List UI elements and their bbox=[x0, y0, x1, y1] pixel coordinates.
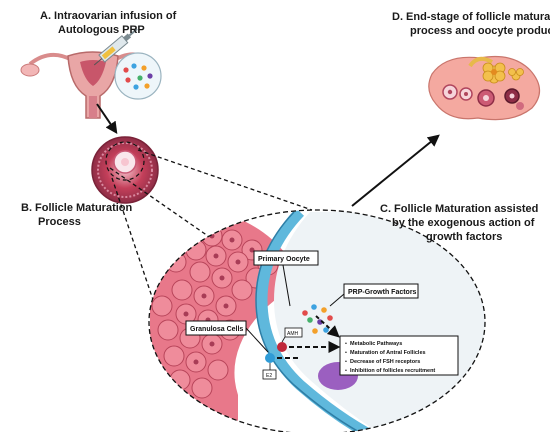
prp-growth-factors-label: PRP-Growth Factors bbox=[348, 289, 417, 296]
label-b-line1: B. Follicle Maturation bbox=[21, 202, 133, 214]
e2-box bbox=[262, 369, 277, 380]
effect-item: Maturation of Antral Follicles bbox=[350, 350, 426, 356]
syringe-icon bbox=[93, 28, 138, 66]
label-a-line1: A. Intraovarian infusion of bbox=[40, 10, 177, 22]
zoom-circle bbox=[148, 209, 486, 432]
svg-text:•: • bbox=[345, 359, 347, 365]
effect-item: Decrease of FSH receptors bbox=[350, 359, 420, 365]
primary-oocyte-box bbox=[253, 250, 319, 266]
label-c-line3: growth factors bbox=[426, 231, 502, 243]
label-c-line1: C. Follicle Maturation assisted bbox=[380, 203, 538, 215]
effect-item: Inhibition of follicles recruitment bbox=[350, 368, 435, 374]
prp-growth-factors-box bbox=[343, 283, 419, 299]
amh-box bbox=[284, 327, 303, 338]
granulosa-cells-label: Granulosa Cells bbox=[190, 326, 243, 333]
prp-drop-magnifier bbox=[114, 52, 162, 100]
label-a-line2: Autologous PRP bbox=[58, 24, 145, 36]
label-c-line2: by the exogenous action of bbox=[392, 217, 535, 229]
effects-box bbox=[339, 335, 459, 376]
primary-oocyte-label: Primary Oocyte bbox=[258, 256, 310, 263]
svg-text:•: • bbox=[345, 350, 347, 356]
amh-label: AMH bbox=[287, 331, 299, 337]
arrow-c-to-d bbox=[351, 134, 440, 207]
label-d-line1: D. End-stage of follicle maturation bbox=[392, 11, 550, 23]
amh-marker bbox=[277, 342, 287, 352]
label-b-line2: Process bbox=[38, 216, 81, 228]
arrow-gf-to-effects bbox=[315, 315, 340, 338]
cell-nuclei bbox=[183, 233, 255, 365]
zoom-line-top bbox=[137, 149, 313, 211]
svg-text:•: • bbox=[345, 368, 347, 374]
e2-label: E2 bbox=[266, 373, 272, 379]
zoom-line-upper bbox=[109, 167, 209, 237]
label-d-line2: process and oocyte production bbox=[410, 25, 550, 37]
effect-item: Metabolic Pathways bbox=[350, 341, 402, 347]
effects-list: • Metabolic Pathways • Maturation of Ant… bbox=[345, 341, 435, 374]
follicle-illustration bbox=[91, 136, 159, 204]
ovary-illustration bbox=[428, 55, 541, 121]
svg-text:•: • bbox=[345, 341, 347, 347]
arrow-a-to-b bbox=[96, 103, 118, 134]
e2-marker bbox=[265, 353, 275, 363]
